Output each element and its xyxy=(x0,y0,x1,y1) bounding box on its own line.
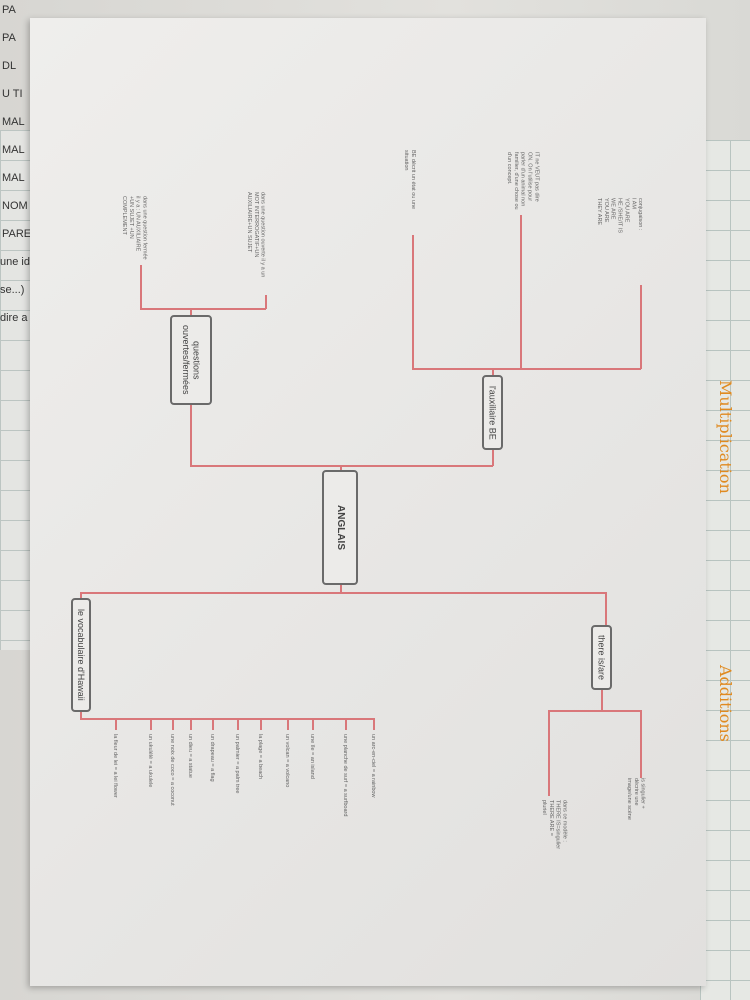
margin-note: PARE xyxy=(2,228,32,240)
connector xyxy=(345,718,347,730)
vocab-item: un volcan = a volcano xyxy=(283,734,290,788)
vocab-item: la plage = a beach xyxy=(256,734,263,780)
connector xyxy=(312,718,314,730)
vocab-item: une île = an island xyxy=(308,734,315,779)
root-node[interactable]: ANGLAIS xyxy=(322,470,358,585)
margin-note: DL xyxy=(2,60,17,72)
connector xyxy=(190,718,192,730)
leaf-text: IT ne VEUT pas dire ON. On l'utilise pou… xyxy=(505,152,540,210)
vocab-item: un drapeau = a flag xyxy=(208,734,215,782)
margin-note: une idé xyxy=(0,256,37,268)
mind-map-sheet xyxy=(30,18,706,986)
connector xyxy=(190,308,192,316)
margin-note: MAL xyxy=(2,116,25,128)
connector xyxy=(140,265,142,309)
leaf-text: is singulier + décrire une image/une scè… xyxy=(625,778,646,820)
node-there-is-are[interactable]: there is/are xyxy=(591,625,612,690)
margin-note: U TI xyxy=(2,88,23,100)
connector xyxy=(340,585,342,593)
leaf-text: dans une question fermée il y a : UN AUX… xyxy=(120,196,148,260)
margin-note: NOM xyxy=(2,200,28,212)
leaf-text: dans une question ouverte il y a un MOT … xyxy=(245,192,266,278)
handwriting: Multiplication xyxy=(716,380,735,494)
connector xyxy=(340,465,342,471)
connector xyxy=(172,718,174,730)
connector xyxy=(140,308,266,310)
connector xyxy=(237,718,239,730)
connector xyxy=(150,718,152,730)
connector xyxy=(640,285,642,369)
connector xyxy=(412,368,641,370)
leaf-text: BE décrit un état ou une situation xyxy=(402,150,416,210)
node-questions[interactable]: questions ouvertes/fermées xyxy=(170,315,212,405)
margin-note: dire a xyxy=(0,312,28,324)
connector xyxy=(605,592,607,626)
connector xyxy=(212,718,214,730)
margin-note: se...) xyxy=(0,284,25,296)
vocab-item: un palmier = a palm tree xyxy=(233,734,240,794)
connector xyxy=(80,592,82,599)
vocab-item: un arc-en-ciel = a rainbow xyxy=(369,734,376,798)
vocab-item: une planche de surf = a surfboard xyxy=(341,734,348,817)
connector xyxy=(548,710,641,712)
connector xyxy=(190,465,493,467)
graph-paper-right xyxy=(700,140,750,1000)
connector xyxy=(260,718,262,730)
connector xyxy=(548,710,550,796)
connector xyxy=(412,235,414,369)
connector xyxy=(265,295,267,309)
connector xyxy=(80,718,375,720)
node-auxiliaire-be[interactable]: l'auxiliaire BE xyxy=(482,375,503,450)
vocab-item: un ukulélé = a ukulele xyxy=(146,734,153,788)
margin-note: PA xyxy=(2,32,16,44)
node-vocabulaire-hawaii[interactable]: le vocabulaire d'Hawaii xyxy=(71,598,91,712)
leaf-text: dans ce modèle : THERE IS=singulier THER… xyxy=(540,800,568,850)
connector xyxy=(520,215,522,369)
vocab-item: un dieu = a statue xyxy=(186,734,193,778)
connector xyxy=(287,718,289,730)
connector xyxy=(492,368,494,376)
connector xyxy=(80,592,606,594)
handwriting: Additions xyxy=(716,665,735,742)
connector xyxy=(190,405,192,465)
leaf-text: conjugaison : I AM YOU ARE HE /SHE/IT IS… xyxy=(595,198,644,234)
connector xyxy=(115,718,117,730)
margin-note: MAL xyxy=(2,172,25,184)
vocab-item: une noix de coco = a coconut xyxy=(168,734,175,806)
connector xyxy=(80,712,82,719)
vocab-item: la fleur de lei = a lei flower xyxy=(111,734,118,798)
connector xyxy=(373,718,375,730)
connector xyxy=(601,690,603,711)
margin-note: MAL xyxy=(2,144,25,156)
connector xyxy=(640,710,642,778)
connector xyxy=(492,450,494,466)
margin-note: PA xyxy=(2,4,16,16)
